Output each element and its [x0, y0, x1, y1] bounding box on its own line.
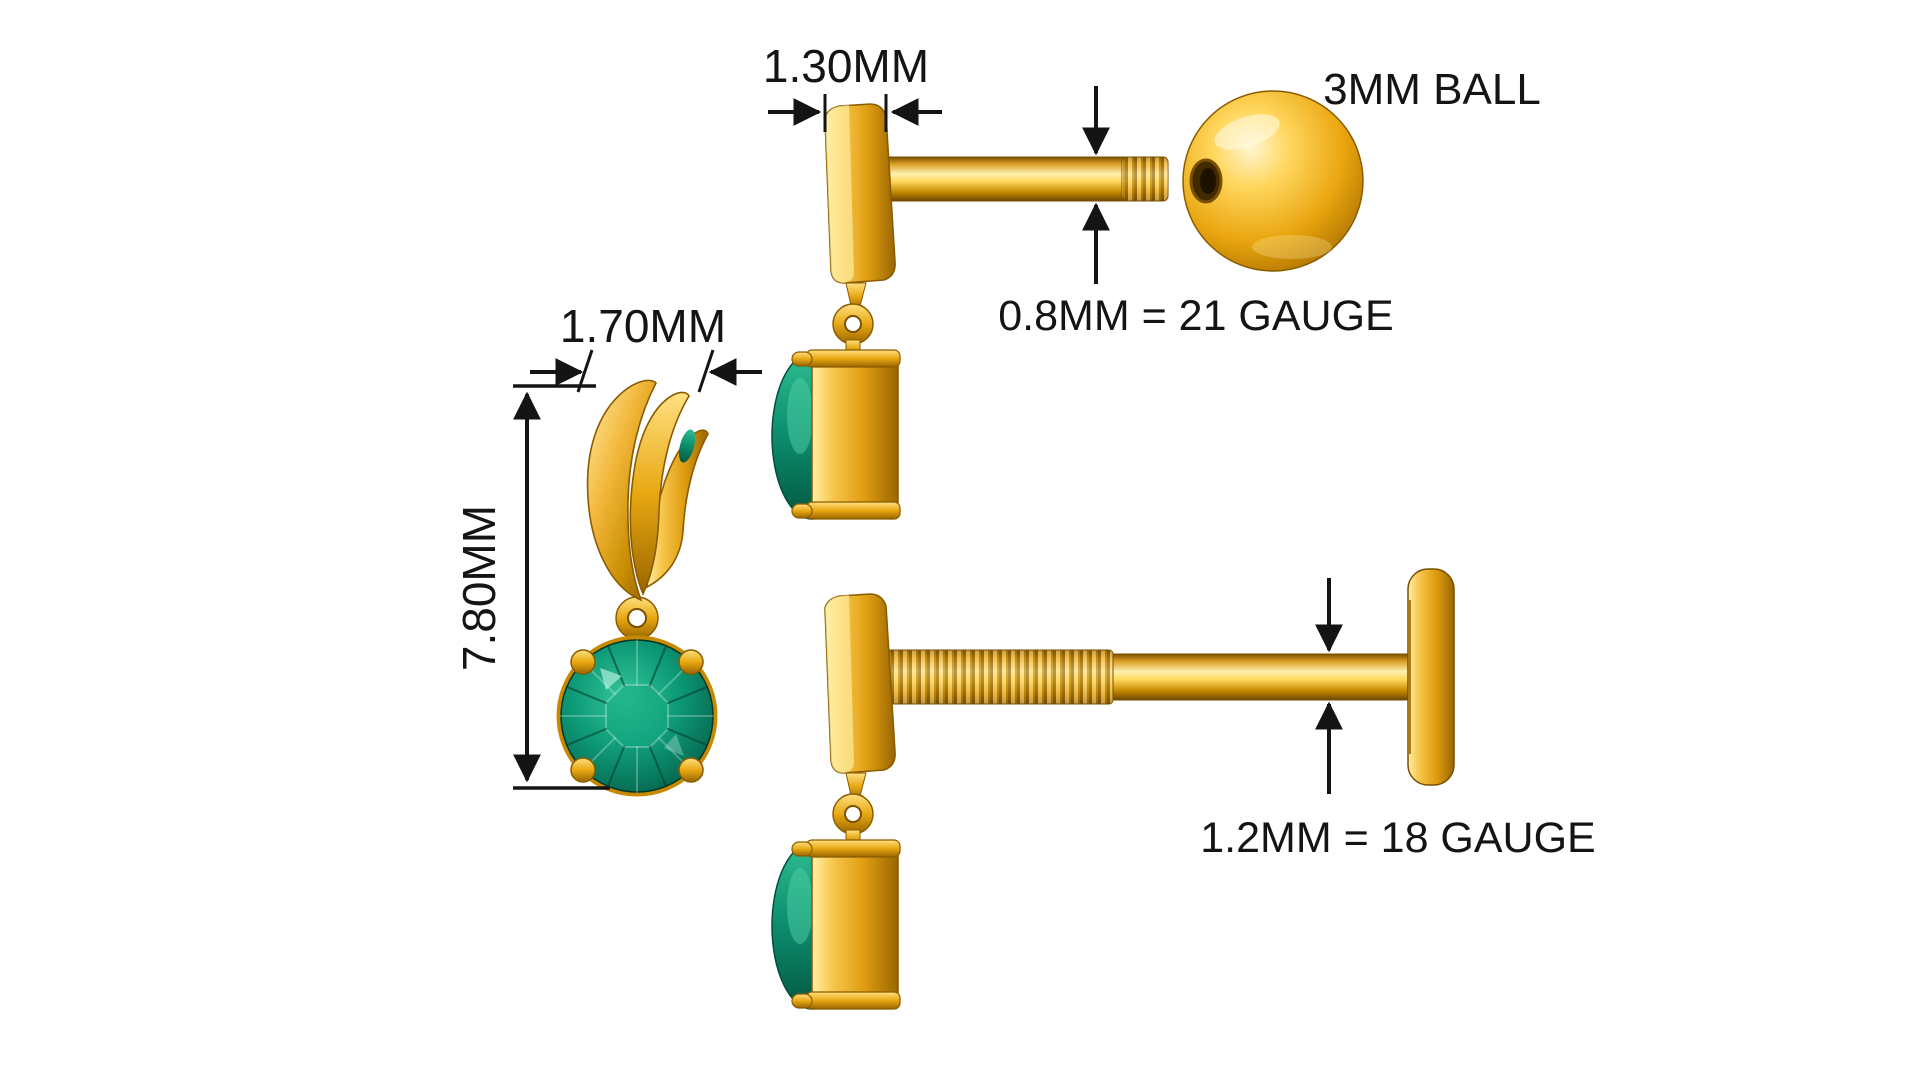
ball-thread-hole-inner [1200, 168, 1216, 194]
side-earring-top [771, 103, 901, 520]
dimension-annotations [513, 86, 1343, 794]
label-front-width: 1.70MM [560, 300, 726, 352]
gem-sparkle [600, 668, 622, 690]
label-gauge-bottom: 1.2MM = 18 GAUGE [1200, 814, 1596, 862]
swirl-plume-middle [629, 391, 690, 596]
prong [678, 757, 704, 783]
dimension-post-width [768, 94, 942, 132]
facet-line [606, 745, 626, 788]
ball-specular [1214, 114, 1280, 150]
label-ball-size: 3MM BALL [1323, 65, 1541, 114]
facet-lines [560, 639, 714, 793]
label-gauge-top: 0.8MM = 21 GAUGE [998, 292, 1394, 340]
swirl-emerald-glint [678, 429, 696, 463]
facet-line [606, 644, 626, 687]
emerald-stone-front [556, 635, 718, 797]
bail-ring-hole [627, 608, 647, 628]
dimension-labels: 1.30MM 3MM BALL 0.8MM = 21 GAUGE 1.70MM … [453, 40, 1596, 862]
ball-end [1182, 90, 1364, 272]
facet-line [648, 745, 668, 788]
bezel-rim [556, 635, 718, 797]
dimension-front-height [513, 384, 610, 790]
labret-flat-disc [1407, 568, 1455, 786]
gem-sparkle [664, 734, 684, 756]
prong [570, 649, 596, 675]
label-post-width: 1.30MM [763, 40, 929, 92]
prong [678, 649, 704, 675]
post-shaft [884, 156, 1126, 202]
post-thread-tip-shade [1122, 157, 1168, 201]
dim-tick [697, 349, 715, 393]
swirl-ornament [586, 379, 709, 602]
front-earring [556, 379, 718, 797]
facet-line [648, 644, 668, 687]
side-earring-bottom [771, 593, 901, 1010]
top-post-assembly [884, 156, 1169, 202]
facet-line [565, 685, 608, 705]
label-front-height: 7.80MM [453, 505, 505, 671]
labret-thread-shade [885, 650, 1113, 704]
facet-line [666, 685, 709, 705]
facet-line [565, 727, 608, 747]
swirl-plume-front [586, 379, 657, 602]
ball-bounce-light [1252, 235, 1332, 259]
labret-barrel [1112, 653, 1413, 701]
bottom-post-assembly [884, 568, 1455, 786]
prong [570, 757, 596, 783]
facet-line [666, 727, 709, 747]
